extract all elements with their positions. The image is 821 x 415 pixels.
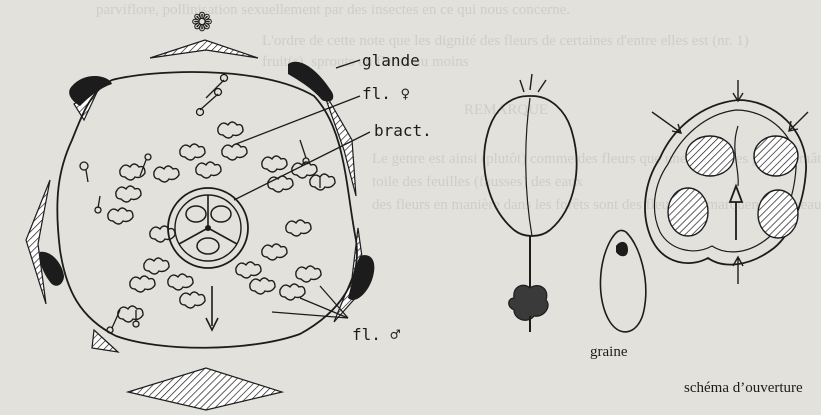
inflorescence-diagram: ❁ <box>26 8 432 410</box>
label-seed: graine <box>590 344 628 360</box>
floral-symbol: ❁ <box>191 8 213 37</box>
label-opening-schema: schéma d’ouverture <box>684 380 803 396</box>
background-text-line: parviflore, pollinisation sexuellement p… <box>96 2 570 18</box>
label-male-flower: fl. ♂ <box>352 325 401 344</box>
bract-shape <box>128 368 282 410</box>
female-flower-section <box>168 188 248 268</box>
background-text-line: L'ordre de cette note que les dignité de… <box>262 33 749 49</box>
label-female-flower: fl. ♀ <box>362 84 410 103</box>
involucre-outline <box>57 72 357 348</box>
opening-schema <box>645 80 808 284</box>
label-glande: glande <box>362 51 420 70</box>
seed-drawing <box>600 230 645 332</box>
background-text-line: toile des feuilles (fausses) des eaux <box>372 174 584 190</box>
bract-shape <box>150 40 258 58</box>
bract-shape <box>26 180 50 304</box>
label-bract: bract. <box>374 121 432 140</box>
background-text-line: des fleurs en manière dans les forêts so… <box>372 197 821 213</box>
bract-shape <box>92 330 118 352</box>
